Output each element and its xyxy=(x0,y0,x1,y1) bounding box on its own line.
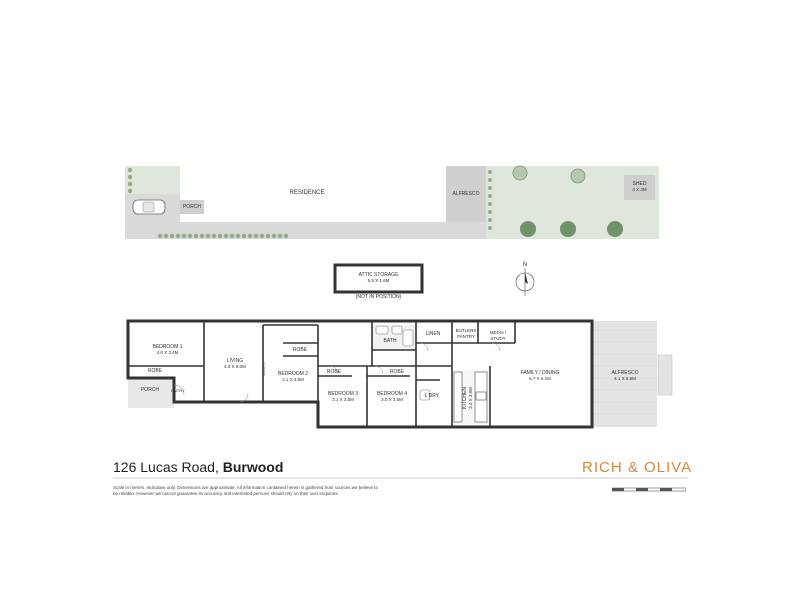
address-suburb: Burwood xyxy=(222,459,284,475)
shed-dims: 3 x 3m xyxy=(632,187,647,192)
robe4-label: ROBE xyxy=(389,369,405,375)
living-label: LIVING 4.0 x 6.0m xyxy=(210,358,260,370)
attic-dims: 5.9 x 1.6m xyxy=(367,278,390,283)
site-alfresco-footprint xyxy=(446,166,486,222)
bedroom2-dims: 3.1 x 3.8m xyxy=(282,377,304,382)
address: 126 Lucas Road, Burwood xyxy=(113,459,283,475)
robe3-label: ROBE xyxy=(326,369,342,375)
bedroom3-name: BEDROOM 3 xyxy=(327,391,358,397)
residence-footprint xyxy=(180,166,446,222)
compass-icon xyxy=(515,268,535,296)
attic-note: (NOT IN POSITION) xyxy=(355,294,402,300)
bedroom4-name: BEDROOM 4 xyxy=(376,391,407,397)
linen-label: LINEN xyxy=(425,331,441,337)
shed-name: SHED xyxy=(632,181,647,187)
alfresco-label: ALFRESCO 4.1 x 6.6m xyxy=(600,370,650,382)
trees xyxy=(512,165,623,237)
car-icon xyxy=(132,199,166,215)
bath-fixtures xyxy=(375,325,431,401)
bedroom1-label: BEDROOM 1 4.8 x 3.4m xyxy=(140,344,195,356)
bedroom1-name: BEDROOM 1 xyxy=(152,344,183,350)
family-dining-label: FAMILY / DINING 6.7 x 6.1m xyxy=(510,370,570,382)
family-dining-dims: 6.7 x 6.1m xyxy=(529,376,551,381)
ldry-label: L'DRY xyxy=(424,393,440,399)
front-hedge xyxy=(127,167,492,239)
entry-label: ENTRY xyxy=(171,388,185,393)
bedroom4-label: BEDROOM 4 3.0 x 3.5m xyxy=(370,391,414,403)
bedroom3-label: BEDROOM 3 3.1 x 3.5m xyxy=(322,391,364,403)
door-swings xyxy=(173,342,501,403)
scale-bar xyxy=(612,487,686,492)
attic-name: ATTIC STORAGE xyxy=(358,272,399,278)
living-dims: 4.0 x 6.0m xyxy=(224,364,246,369)
alfresco-paving xyxy=(592,321,673,427)
alfresco-dims: 4.1 x 6.6m xyxy=(614,376,636,381)
robe2-label: ROBE xyxy=(292,347,308,353)
bedroom1-dims: 4.8 x 3.4m xyxy=(156,350,179,355)
disclaimer: Scale in metres. Indicative only. Dimens… xyxy=(113,485,379,496)
attic-label: ATTIC STORAGE 5.9 x 1.6m xyxy=(335,272,422,284)
family-dining-name: FAMILY / DINING xyxy=(520,370,560,376)
alfresco-name: ALFRESCO xyxy=(611,370,639,376)
brand-logo: RICH & OLIVA xyxy=(582,459,693,476)
butlers-pantry-label: BUTLERS PANTRY xyxy=(455,328,477,339)
bedroom2-name: BEDROOM 2 xyxy=(277,371,308,377)
bedroom3-dims: 3.1 x 3.5m xyxy=(332,397,354,402)
front-porch-paving xyxy=(128,378,174,408)
compass-north-label: N xyxy=(522,262,528,268)
bath-label: BATH xyxy=(383,338,397,344)
bedroom4-dims: 3.0 x 3.5m xyxy=(381,397,403,402)
kitchen-counters xyxy=(453,371,488,423)
site-alfresco-label: ALFRESCO xyxy=(452,191,480,197)
bedroom2-label: BEDROOM 2 3.1 x 3.8m xyxy=(270,371,316,383)
media-study-label: MEDIA / STUDY xyxy=(489,330,507,341)
shed-footprint xyxy=(624,175,655,200)
living-name: LIVING xyxy=(226,358,244,364)
address-street: 126 Lucas Road, xyxy=(113,459,223,475)
attic-storage-box xyxy=(333,263,424,294)
shed-label: SHED 3 x 3m xyxy=(624,181,655,193)
robe1-label: ROBE xyxy=(147,368,163,374)
porch-label: PORCH xyxy=(140,387,160,393)
porch-footprint xyxy=(180,200,204,214)
site-porch-label: PORCH xyxy=(182,204,202,210)
site-residence-label: RESIDENCE xyxy=(289,190,325,196)
